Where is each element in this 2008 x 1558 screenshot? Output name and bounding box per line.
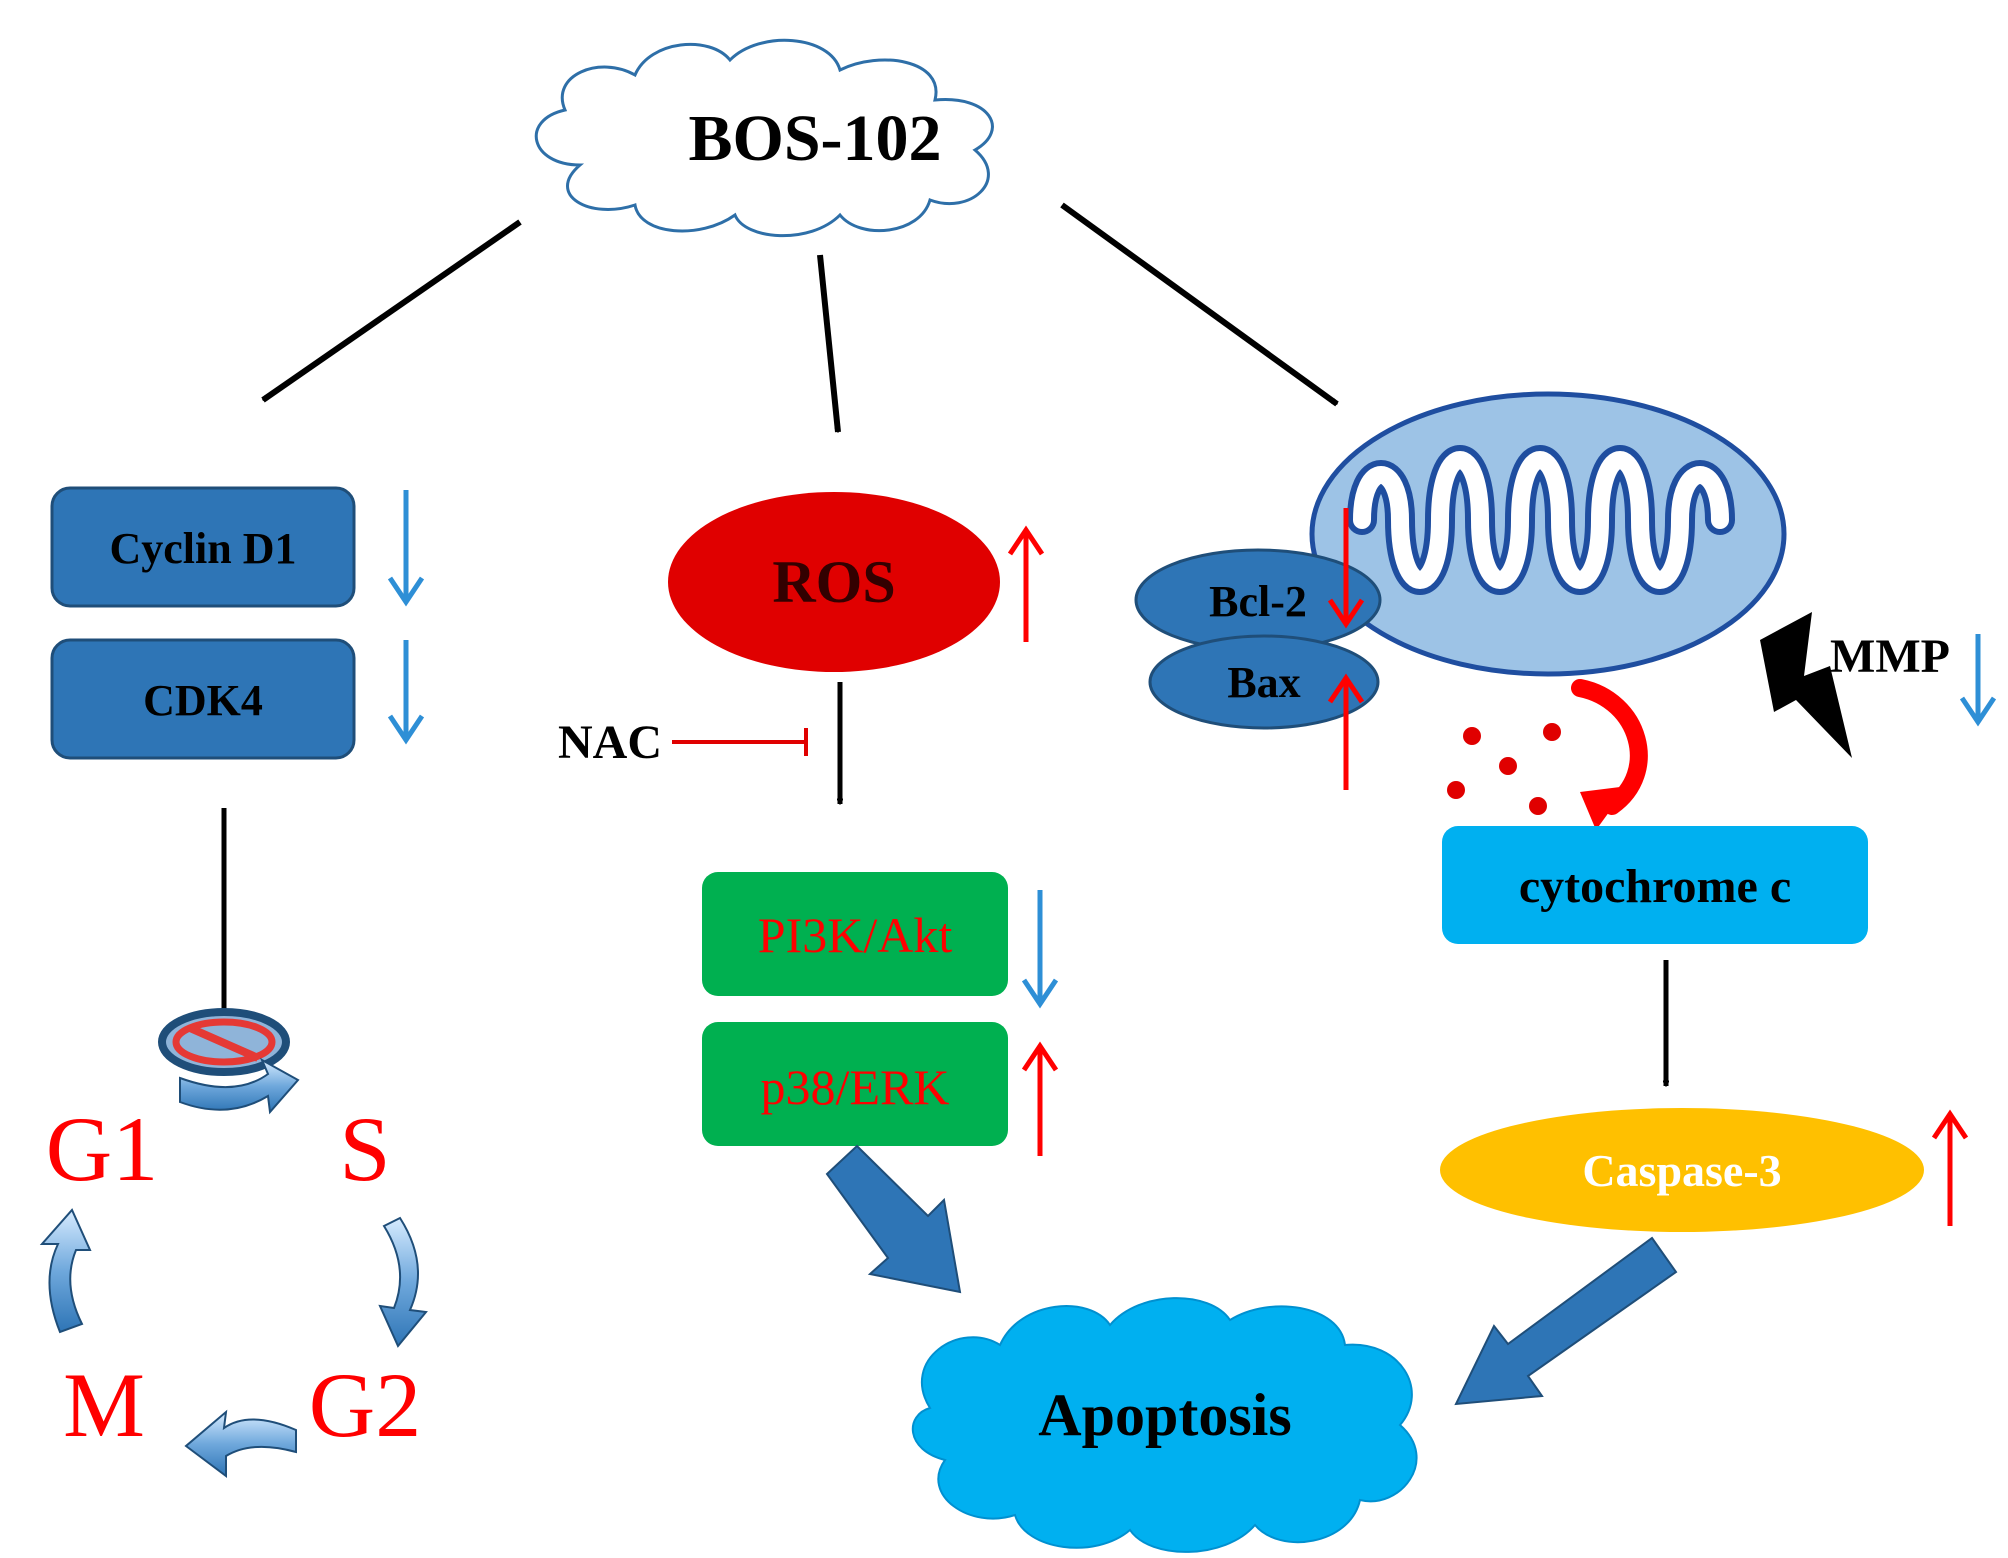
phase-g2: G2 (309, 1354, 421, 1456)
p38-erk-up-arrow (1021, 1041, 1059, 1156)
cytochrome-release-arrowhead (1580, 786, 1628, 830)
nac-label: NAC (558, 716, 662, 769)
ros-ellipse (668, 492, 1000, 672)
cycle-arrow-g2-to-m (184, 1409, 297, 1478)
p38-erk-label: p38/ERK (761, 1059, 950, 1115)
nac-inhibition (672, 728, 808, 756)
p38-erk-box (702, 1022, 1008, 1146)
bax-label: Bax (1227, 658, 1300, 707)
phase-g1: G1 (46, 1098, 158, 1200)
cdk4-label: CDK4 (143, 676, 263, 725)
cytochrome-release-dots (1447, 723, 1561, 815)
cyclin-d1-down-arrow (387, 490, 425, 607)
cytochrome-c-box (1442, 826, 1868, 944)
drug-cloud: BOS-102 (534, 38, 994, 238)
cyclin-d1-box (50, 486, 356, 608)
arrow-drug-to-mito (1060, 202, 1339, 407)
bax-up-arrow (1327, 673, 1365, 790)
arrow-drug-to-ros (817, 254, 838, 432)
cycle-arrow-g1-to-s (179, 1057, 300, 1115)
cdk4-down-arrow (387, 640, 425, 745)
cyclin-d1-label: Cyclin D1 (110, 524, 297, 573)
mmp-down-arrow (1959, 634, 1997, 727)
pi3k-akt-label: PI3K/Akt (758, 907, 953, 963)
bax-ellipse (1148, 634, 1380, 730)
apoptosis-label: Apoptosis (1038, 1382, 1291, 1448)
caspase3-up-arrow (1931, 1109, 1969, 1226)
cytochrome-release-arrow (1571, 679, 1648, 815)
phase-s: S (339, 1098, 390, 1200)
caspase3-ellipse (1440, 1108, 1924, 1232)
prohibited-icon (158, 1008, 290, 1076)
bcl2-down-arrow (1327, 508, 1365, 629)
caspase3-label: Caspase-3 (1582, 1145, 1781, 1196)
ros-label: ROS (772, 549, 895, 615)
pi3k-akt-box (702, 872, 1008, 996)
mitochondrion (1309, 391, 1787, 677)
ros-up-arrow (1007, 525, 1045, 642)
pi3k-akt-down-arrow (1021, 890, 1059, 1009)
drug-label: BOS-102 (688, 102, 941, 175)
apoptosis-cloud: Apoptosis (911, 1297, 1418, 1553)
cytochrome-c-label: cytochrome c (1519, 860, 1791, 913)
block-arrow-pathway-to-apoptosis (825, 1144, 962, 1294)
block-arrow-caspase-to-apoptosis (1454, 1236, 1678, 1406)
mmp-label: MMP (1830, 630, 1950, 683)
arrow-drug-to-cellcycle (261, 219, 522, 403)
drug-cloud-shape (534, 38, 994, 238)
cycle-arrow-s-to-g2 (378, 1216, 428, 1348)
phase-m: M (63, 1354, 145, 1456)
bcl2-label: Bcl-2 (1209, 577, 1307, 626)
cdk4-box (50, 638, 356, 760)
cycle-arrow-m-to-g1 (39, 1208, 92, 1334)
lightning-icon (1760, 612, 1852, 758)
apoptosis-cloud-shape (911, 1297, 1418, 1553)
